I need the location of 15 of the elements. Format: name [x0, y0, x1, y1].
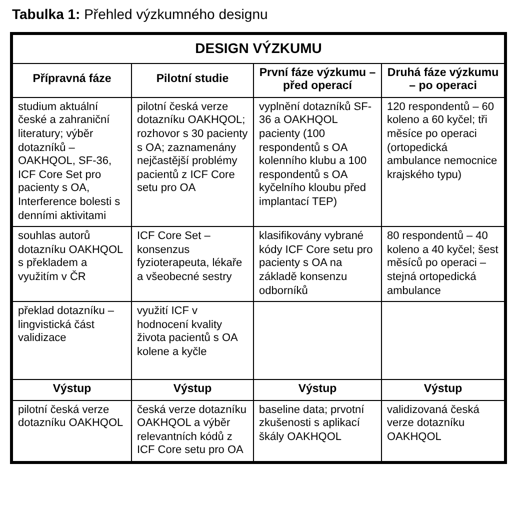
column-header: Přípravná fáze: [12, 63, 132, 98]
column-header: První fáze výzkumu – před operací: [254, 63, 382, 98]
cell-text: pilotní česká verze dotazníku OAKHQOL; rozhovor s 30 pacienty s OA; zaznamenány nejčastější problémy pacientů z ICF Core setu pro OA: [132, 97, 254, 227]
column-header: Výstup: [254, 380, 382, 400]
cell-text: ICF Core Set – konsenzus fyzioterapeuta, lékaře a všeobecné sestry: [132, 226, 254, 302]
cell-text: studium aktuální české a zahraniční literatury; výběr dotazníků – OAKHQOL, SF-36, ICF Core Set pro pacienty s OA, Interference bolesti s denními aktivitami: [12, 97, 132, 227]
column-header: Výstup: [132, 380, 254, 400]
cell-text: vyplnění dotazníků SF-36 a OAKHQOL pacienty (100 respondentů s OA kolenního klubu a 100 respondentů s OA kyčelního kloubu před implantací TEP): [254, 97, 382, 227]
cell-text: souhlas autorů dotazníku OAKHQOL s překladem a využitím v ČR: [12, 226, 132, 302]
column-header: Pilotní studie: [132, 63, 254, 98]
table-caption: Tabulka 1: Přehled výzkumného designu: [12, 6, 268, 22]
column-header: Výstup: [12, 380, 132, 400]
cell-text: překlad dotazníku – lingvistická část validizace: [12, 302, 132, 380]
cell-text: klasifikovány vybrané kódy ICF Core setu pro pacienty s OA na základě konsenzu odborníků: [254, 226, 382, 302]
cell-text: využití ICF v hodnocení kvality života pacientů s OA kolene a kyčle: [132, 302, 254, 380]
